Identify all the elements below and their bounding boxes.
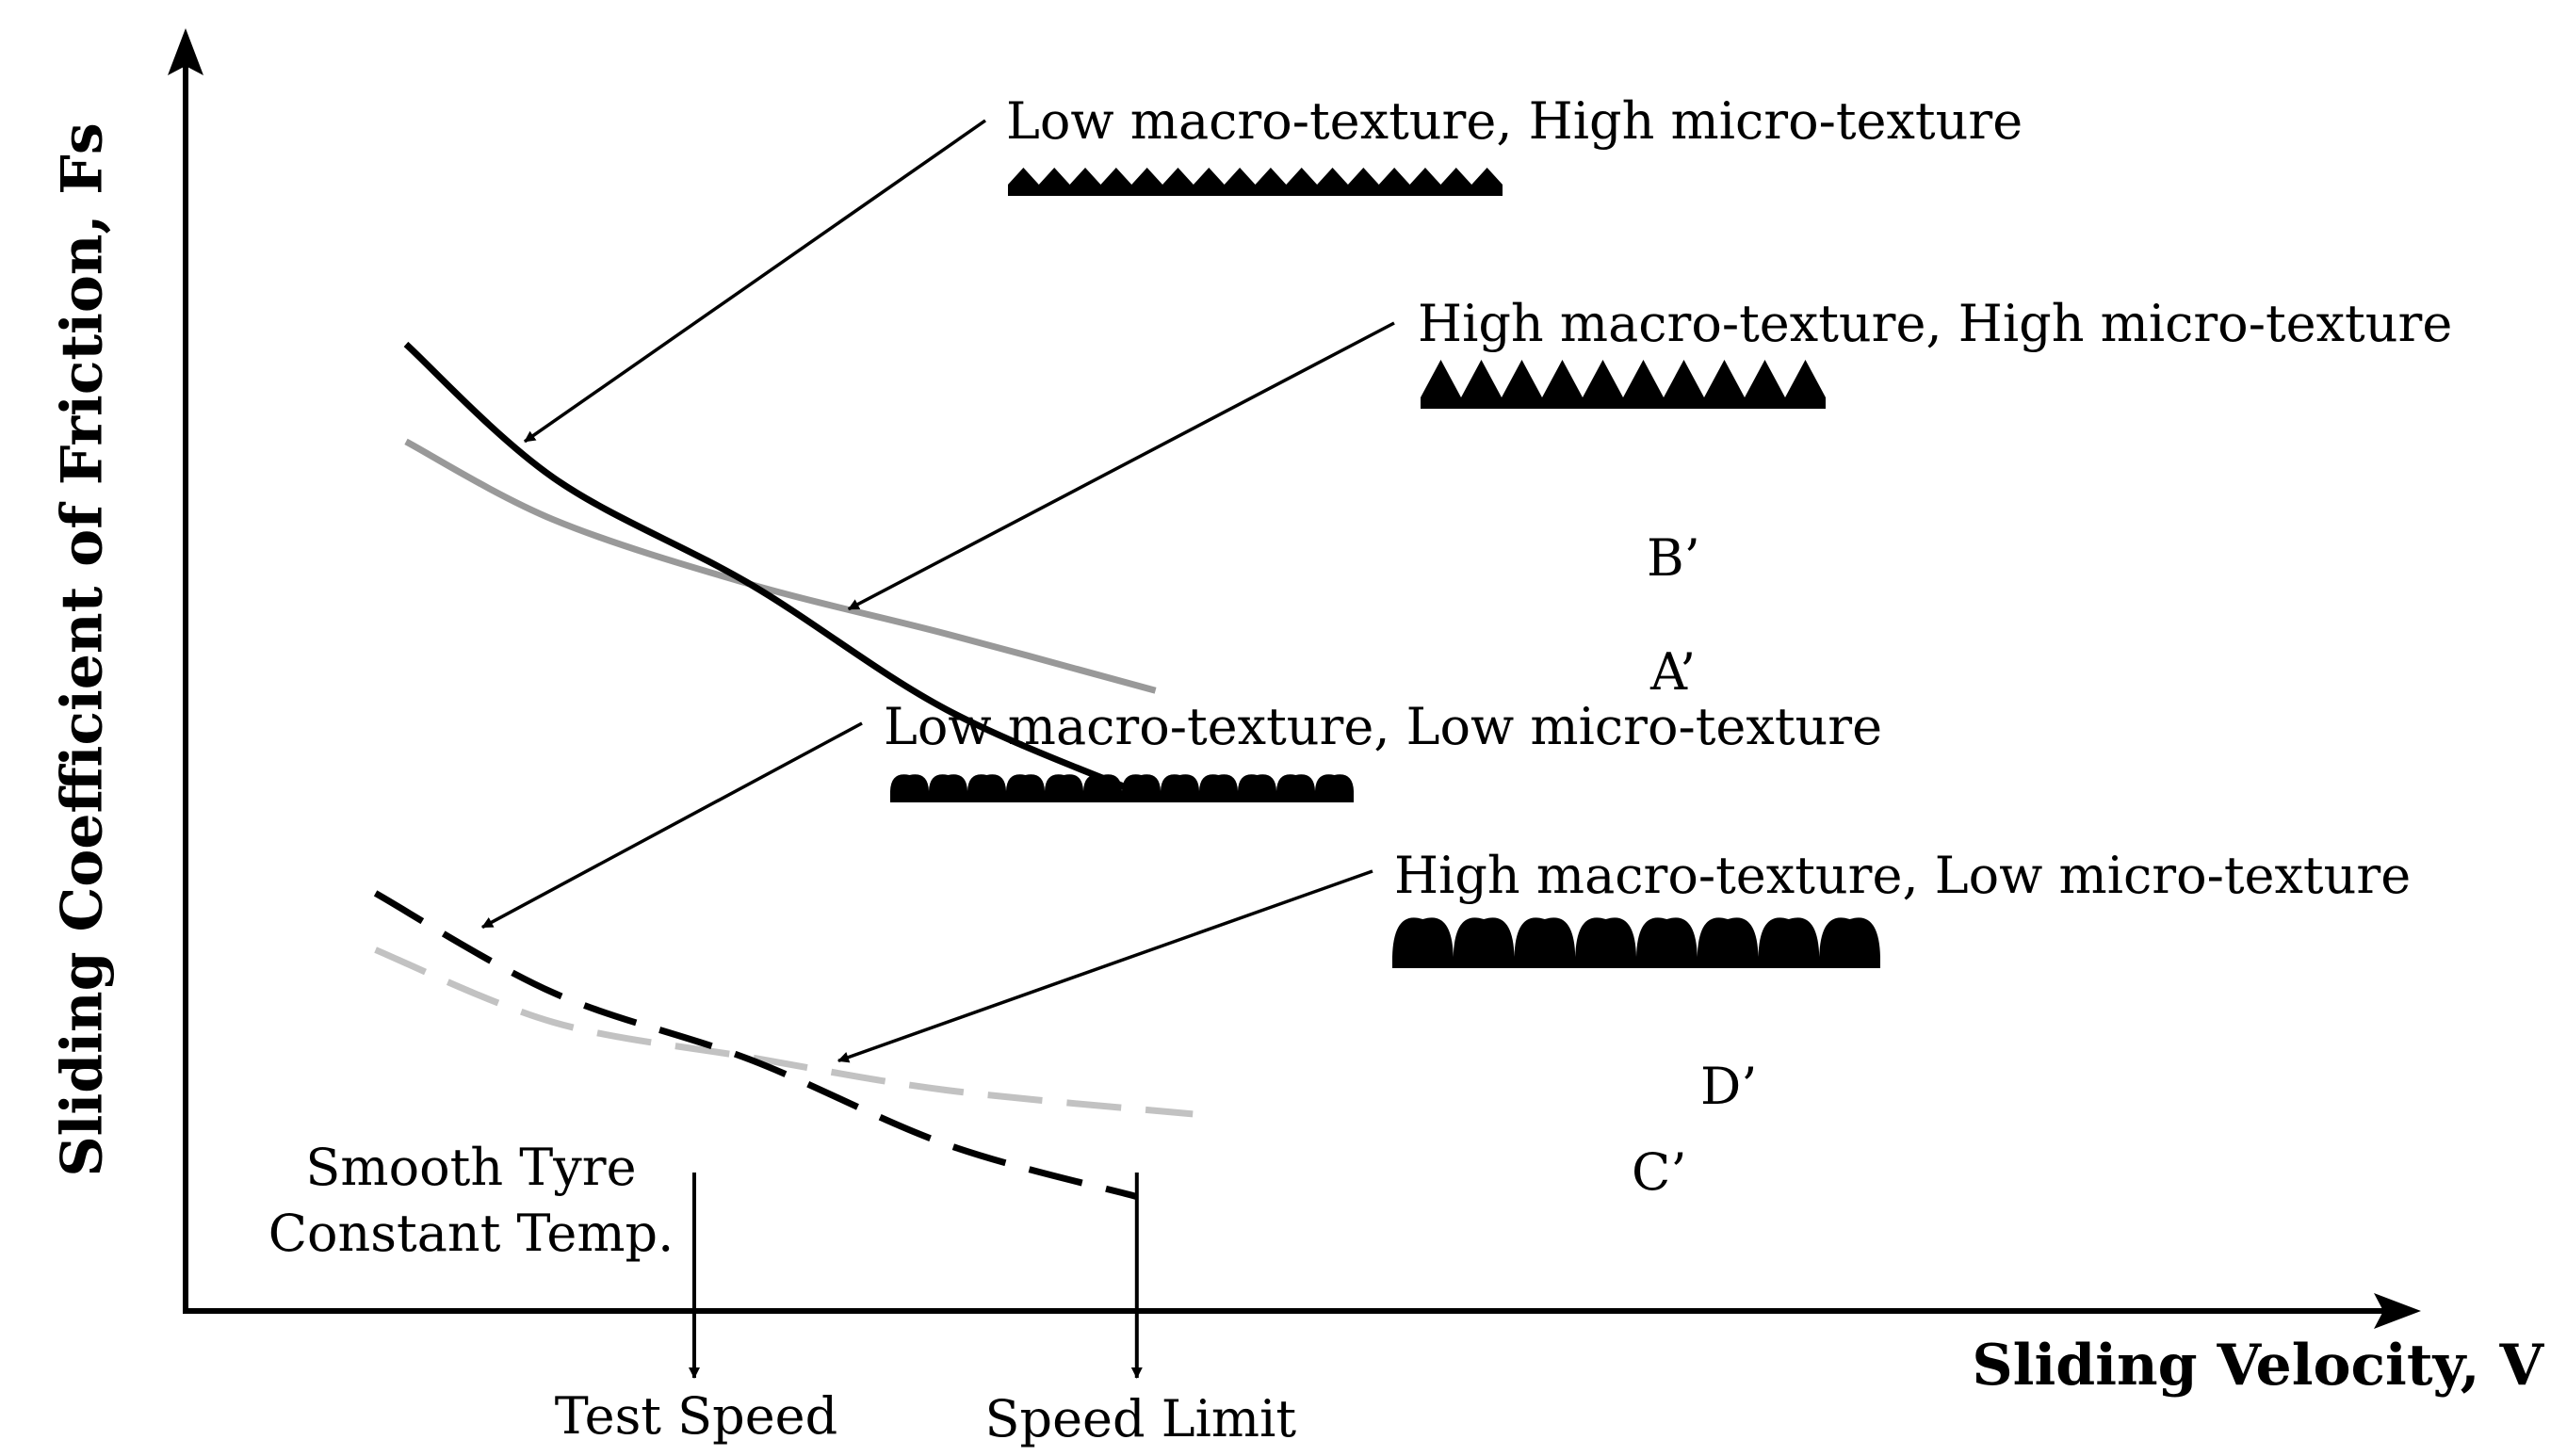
- y-axis-title: Sliding Coefficient of Friction, Fs: [50, 122, 116, 1176]
- texture-high-macro-high-micro-icon: [1421, 360, 1826, 409]
- series-end-labels: A’ B’ C’ D’: [1632, 528, 1757, 1202]
- pointer-arrow-a: [523, 119, 987, 444]
- series-line-a: [403, 341, 1157, 802]
- texture-high-macro-low-micro-icon: [1392, 917, 1880, 968]
- x-axis-arrowhead: [2374, 1293, 2421, 1329]
- y-axis-arrowhead: [168, 28, 203, 75]
- texture-low-macro-high-micro-icon: [1008, 168, 1503, 196]
- speed-limit-label: Speed Limit: [985, 1389, 1297, 1448]
- series-line-c: [373, 890, 1138, 1200]
- annotation-label-high-macro-high-micro: High macro-texture, High micro-texture: [1418, 294, 2452, 353]
- texture-low-macro-low-micro-icon: [890, 774, 1354, 802]
- condition-temp: Constant Temp.: [268, 1204, 674, 1263]
- series-line-d: [374, 946, 1194, 1118]
- pointer-arrow-d: [837, 869, 1373, 1063]
- series-label-c: C’: [1632, 1142, 1686, 1202]
- series-line-b: [404, 438, 1157, 694]
- condition-tyre: Smooth Tyre: [305, 1138, 636, 1197]
- series-label-b: B’: [1647, 528, 1700, 588]
- axes: [168, 28, 2421, 1329]
- annotations: Low macro-texture, High micro-texture Hi…: [481, 91, 2452, 1063]
- annotation-label-high-macro-low-micro: High macro-texture, Low micro-texture: [1394, 846, 2411, 905]
- speed-markers: Test Speed Speed Limit: [555, 1173, 1297, 1448]
- conditions-note: Smooth Tyre Constant Temp.: [268, 1138, 674, 1263]
- pointer-arrow-c: [481, 721, 863, 930]
- annotation-label-low-macro-low-micro: Low macro-texture, Low micro-texture: [884, 697, 1882, 756]
- series-label-a: A’: [1649, 642, 1696, 702]
- series-label-d: D’: [1700, 1057, 1757, 1116]
- annotation-label-low-macro-high-micro: Low macro-texture, High micro-texture: [1006, 91, 2023, 151]
- x-axis-title: Sliding Velocity, V: [1972, 1333, 2544, 1399]
- pointer-arrow-b: [847, 321, 1395, 611]
- test-speed-label: Test Speed: [555, 1386, 837, 1446]
- series-layer: [373, 341, 1194, 1200]
